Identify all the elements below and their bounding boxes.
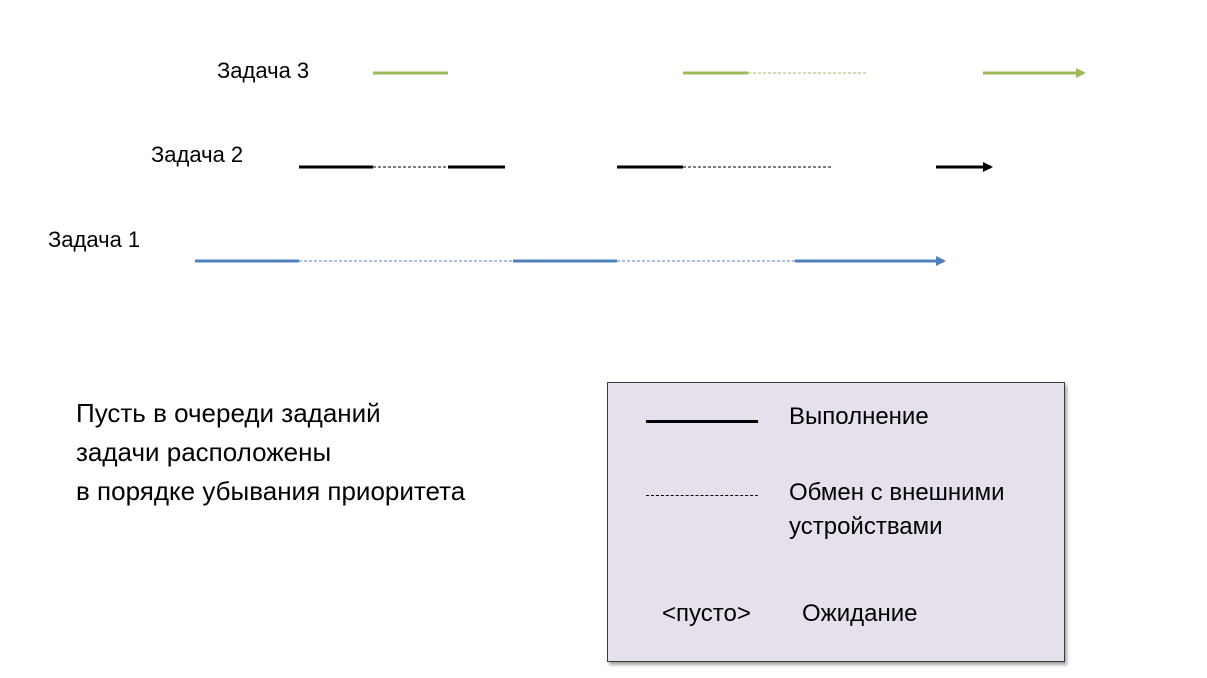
legend-waiting-label: Ожидание [802,600,918,627]
legend-box: Выполнение Обмен с внешними устройствами… [607,382,1065,662]
legend-io-label-line-2: устройствами [789,513,943,540]
task3-label: Задача 3 [217,58,310,83]
priority-note-line-2: задачи расположены [76,437,332,467]
priority-note: Пусть в очереди заданий задачи расположе… [76,394,576,511]
legend-io-label-line-1: Обмен с внешними [789,479,1005,506]
legend-execution-label: Выполнение [789,403,929,430]
task1-label: Задача 1 [48,227,141,252]
priority-note-line-3: в порядке убывания приоритета [76,476,466,506]
legend-empty-symbol: <пусто> [662,600,751,627]
legend-io-line [646,495,758,496]
task2-label: Задача 2 [151,142,244,167]
priority-note-line-1: Пусть в очереди заданий [76,398,381,428]
legend-execution-line [646,420,758,423]
